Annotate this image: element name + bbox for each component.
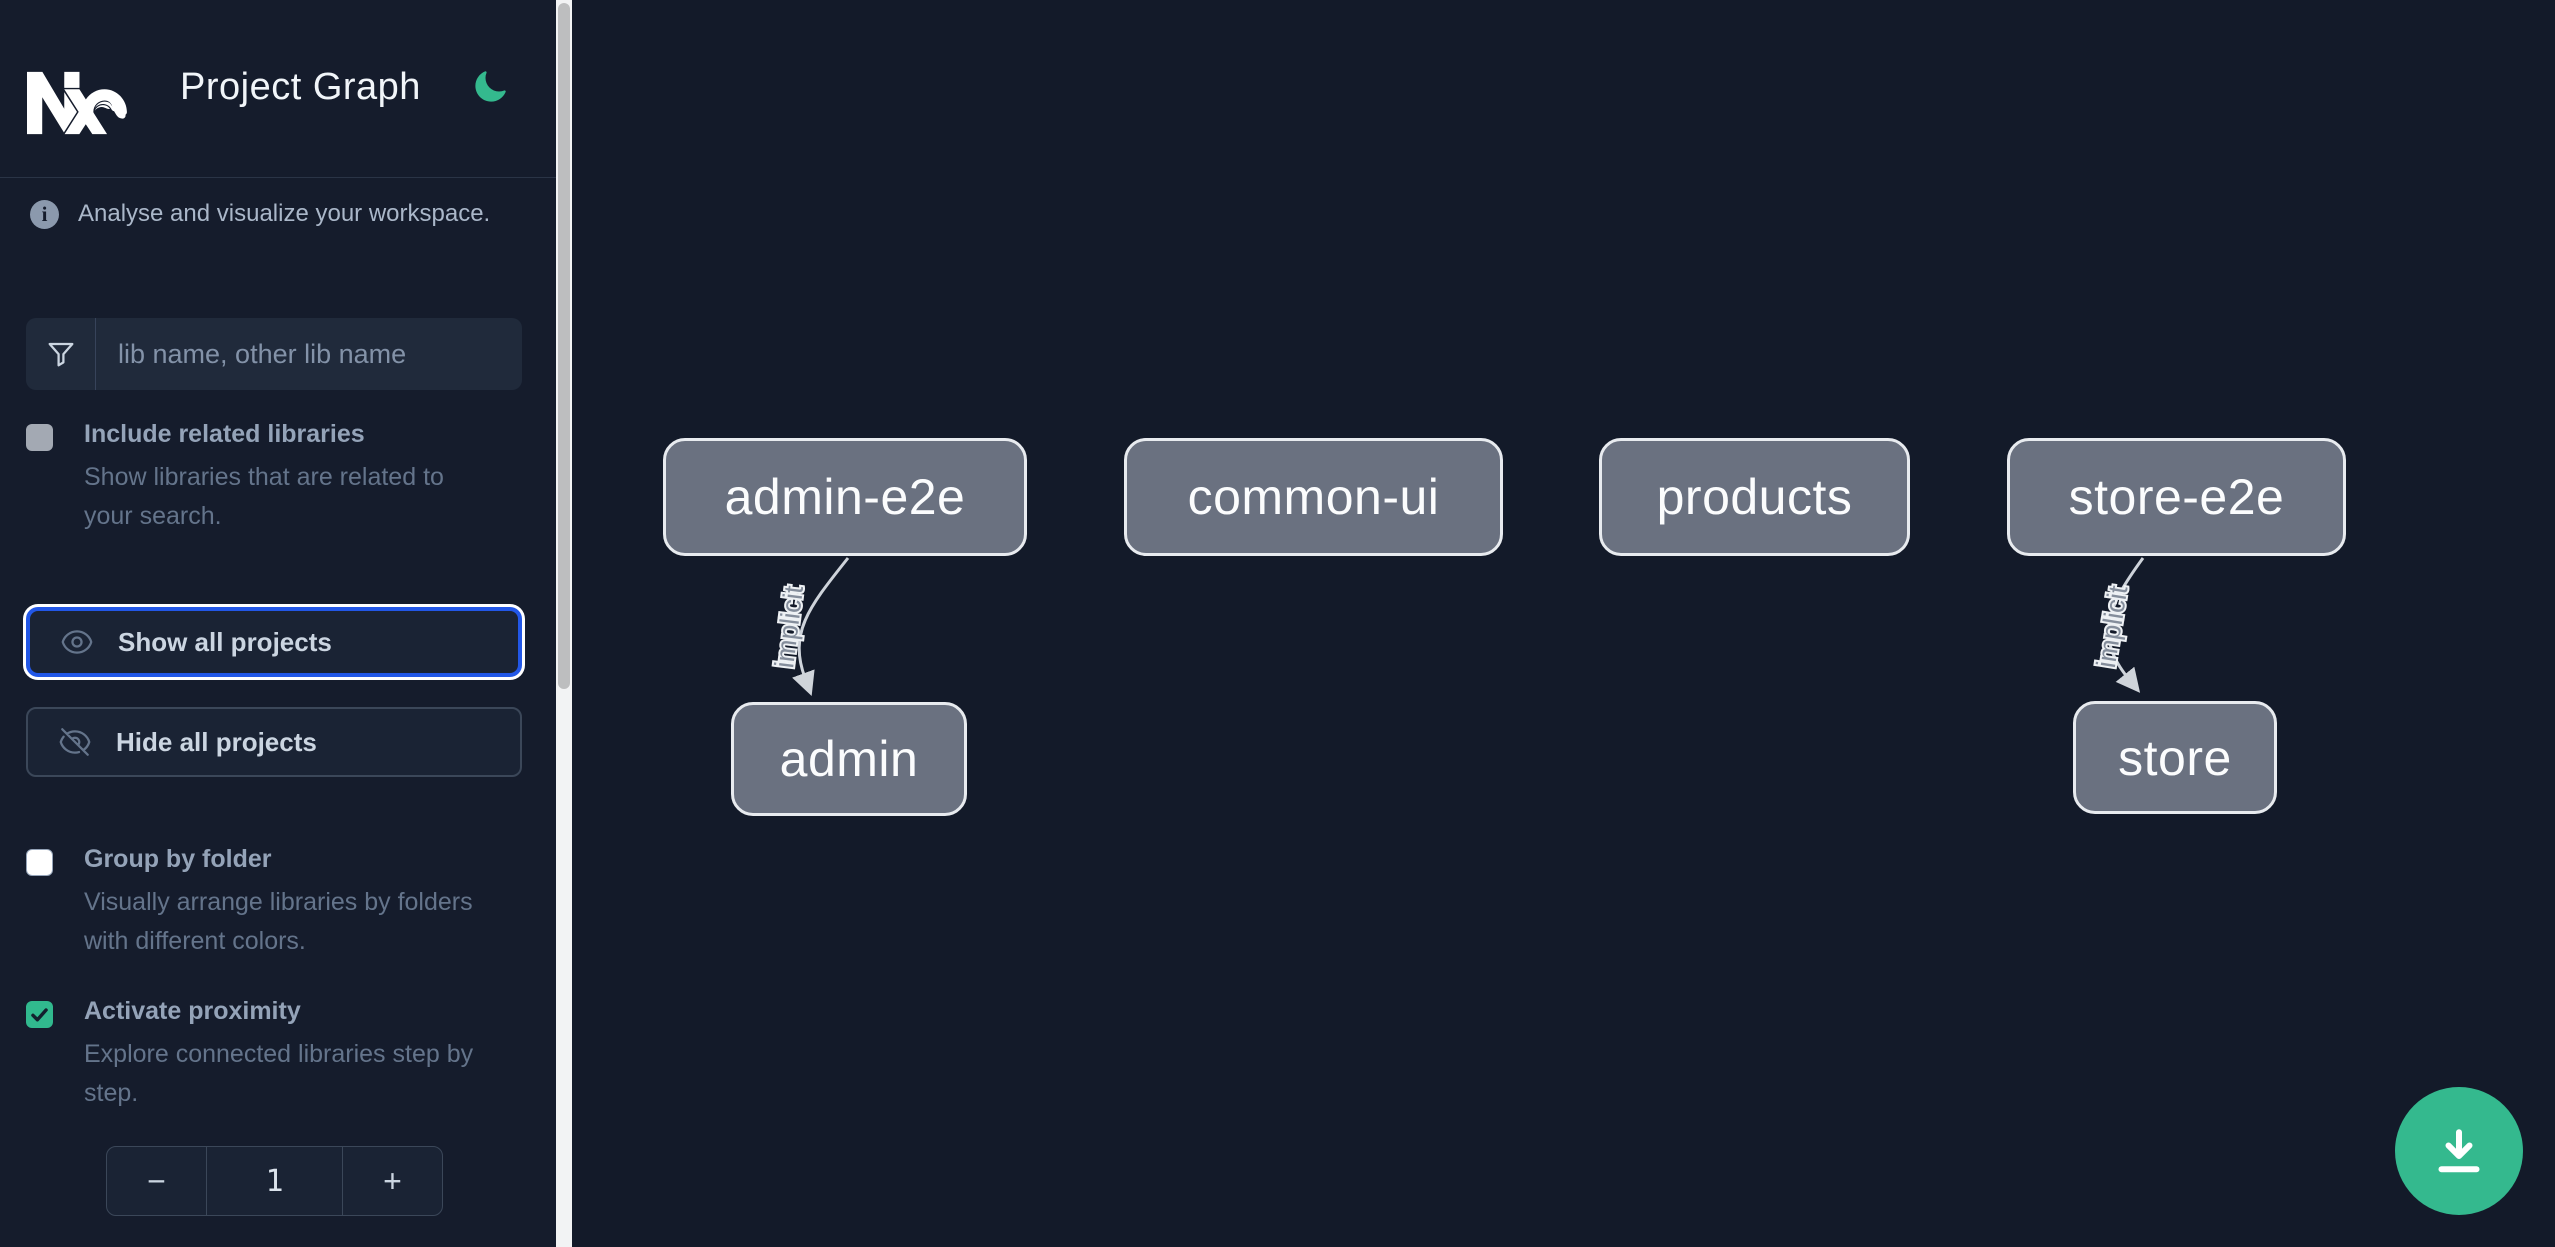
show-all-projects-label: Show all projects bbox=[118, 626, 332, 657]
node-admin[interactable]: admin bbox=[731, 702, 967, 816]
filter-icon bbox=[26, 318, 96, 390]
proximity-decrement-button[interactable]: − bbox=[107, 1147, 206, 1215]
proximity-increment-button[interactable]: + bbox=[343, 1147, 442, 1215]
node-store[interactable]: store bbox=[2073, 701, 2277, 814]
moon-icon bbox=[475, 70, 506, 102]
sidebar-scrollbar-track[interactable] bbox=[556, 0, 572, 1247]
group-by-folder-checkbox[interactable] bbox=[26, 849, 53, 876]
proximity-stepper: − 1 + bbox=[106, 1146, 443, 1216]
sidebar-header: Project Graph bbox=[0, 0, 556, 178]
info-icon: i bbox=[30, 199, 59, 229]
proximity-value: 1 bbox=[206, 1147, 343, 1215]
activate-proximity-checkbox[interactable] bbox=[26, 1001, 53, 1028]
include-related-checkbox[interactable] bbox=[26, 424, 53, 451]
theme-toggle-button[interactable] bbox=[468, 66, 512, 110]
group-by-folder-label: Group by folder bbox=[84, 845, 272, 873]
include-related-description: Show libraries that are related to your … bbox=[84, 463, 444, 530]
edge-store-e2e-store: implicit bbox=[2089, 557, 2145, 693]
graph-edges: implicit implicit bbox=[767, 557, 2145, 697]
eye-slash-icon bbox=[59, 728, 91, 756]
hide-all-projects-label: Hide all projects bbox=[116, 726, 317, 757]
nx-logo bbox=[27, 71, 127, 135]
activate-proximity-description: Explore connected libraries step by step… bbox=[84, 1040, 474, 1107]
node-admin-e2e[interactable]: admin-e2e bbox=[663, 438, 1027, 556]
node-products[interactable]: products bbox=[1599, 438, 1910, 556]
show-all-projects-button[interactable]: Show all projects bbox=[26, 607, 522, 677]
activate-proximity-label: Activate proximity bbox=[84, 997, 301, 1025]
search-box bbox=[26, 318, 522, 390]
sidebar: Project Graph i Analyse and visualize yo… bbox=[0, 0, 556, 1247]
eye-icon bbox=[61, 630, 93, 654]
check-icon bbox=[31, 1008, 48, 1022]
info-text: Analyse and visualize your workspace. bbox=[78, 200, 491, 227]
node-common-ui[interactable]: common-ui bbox=[1124, 438, 1503, 556]
edge-label-implicit: implicit bbox=[769, 584, 809, 670]
edge-admin-e2e-admin: implicit bbox=[767, 557, 850, 697]
group-by-folder-description: Visually arrange libraries by folders wi… bbox=[84, 888, 473, 955]
graph-canvas[interactable]: implicit implicit admin-e2e common-ui pr… bbox=[572, 0, 2555, 1247]
node-store-e2e[interactable]: store-e2e bbox=[2007, 438, 2346, 556]
download-graph-button[interactable] bbox=[2395, 1087, 2523, 1215]
sidebar-scrollbar-thumb[interactable] bbox=[558, 3, 570, 689]
hide-all-projects-button[interactable]: Hide all projects bbox=[26, 707, 522, 777]
search-input[interactable] bbox=[96, 318, 522, 390]
workspace-info: i Analyse and visualize your workspace. bbox=[30, 199, 490, 229]
include-related-label: Include related libraries bbox=[84, 420, 365, 448]
download-icon bbox=[2438, 1129, 2480, 1173]
page-title: Project Graph bbox=[180, 66, 421, 108]
edge-label-implicit: implicit bbox=[2091, 583, 2134, 670]
